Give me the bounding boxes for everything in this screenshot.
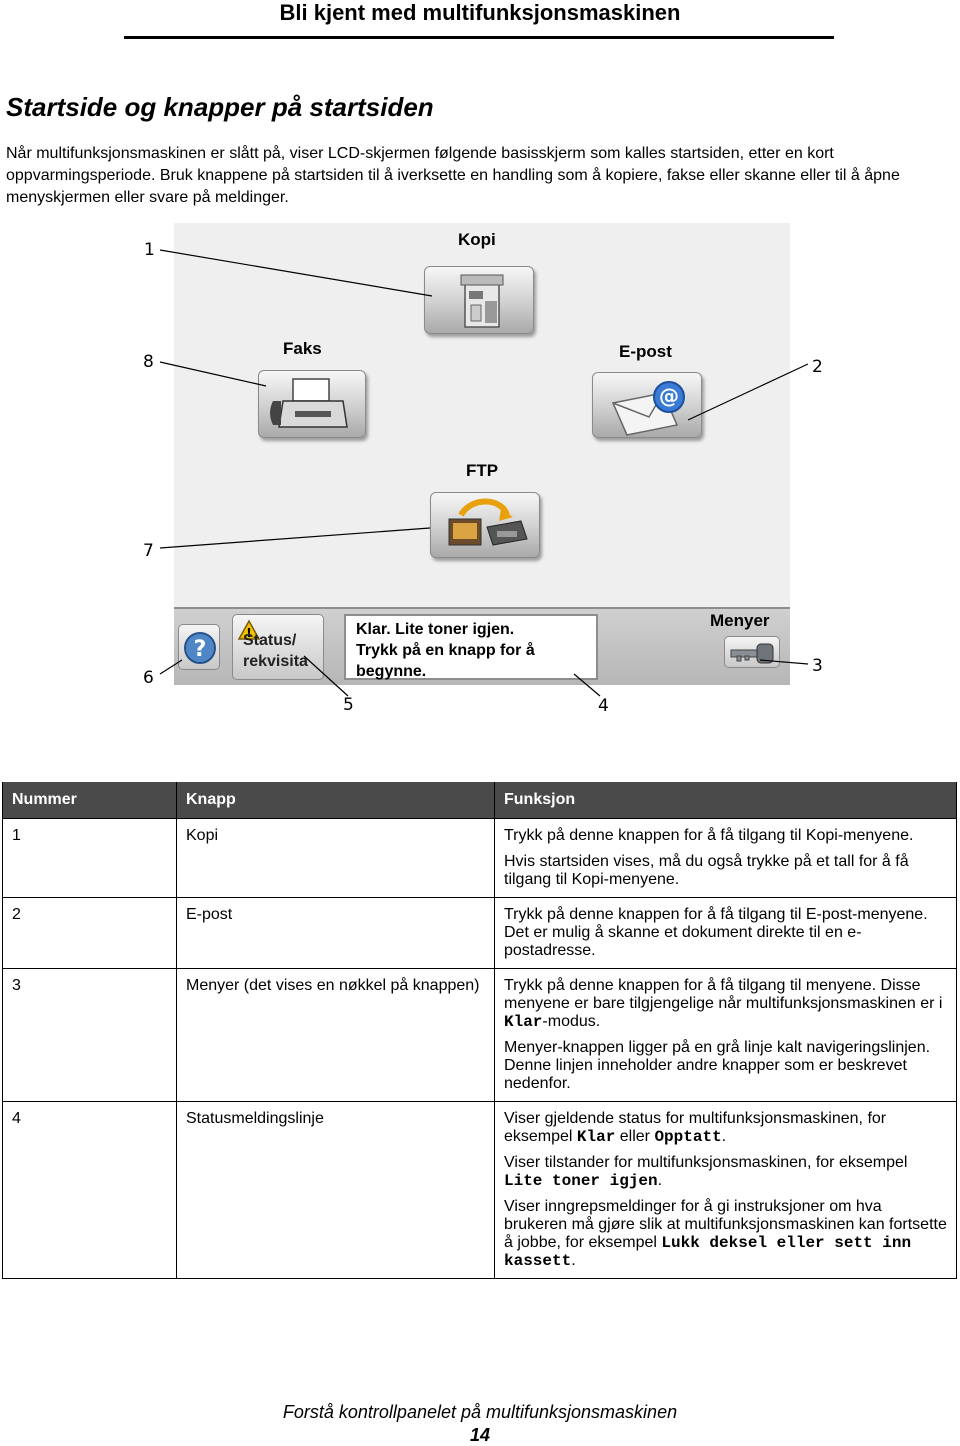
col-header-button: Knapp: [176, 782, 495, 819]
callout-2: 2: [812, 357, 823, 377]
cell-number: 4: [2, 1101, 177, 1279]
email-label: E-post: [619, 342, 672, 361]
running-header: Bli kjent med multifunksjonsmaskinen: [279, 0, 681, 25]
function-text: Viser tilstander for multifunksjonsmaski…: [504, 1154, 908, 1190]
col-header-number: Nummer: [2, 782, 177, 819]
function-text: Hvis startsiden vises, må du også trykke…: [504, 853, 909, 888]
col-header-function: Funksjon: [494, 782, 957, 819]
cell-button: Kopi: [176, 818, 495, 898]
status-label-line1: Status/: [243, 632, 297, 649]
status-message-line3: begynne.: [356, 663, 427, 680]
function-text: Trykk på denne knappen for å få tilgang …: [504, 977, 943, 1031]
cell-number: 2: [2, 897, 177, 969]
callout-leader-lines: [159, 249, 809, 697]
copier-icon: [460, 274, 504, 328]
menus-label: Menyer: [710, 611, 770, 630]
function-text: Trykk på denne knappen for å få tilgang …: [504, 906, 928, 959]
svg-text:?: ?: [194, 637, 207, 662]
status-message-line1: Klar. Lite toner igjen.: [356, 621, 515, 638]
key-icon: [730, 643, 774, 664]
copy-label: Kopi: [458, 230, 496, 249]
callout-6: 6: [143, 668, 154, 688]
function-text: Viser inngrepsmeldinger for å gi instruk…: [504, 1198, 947, 1270]
table-row: 2 E-post Trykk på denne knappen for å få…: [2, 897, 957, 969]
help-button[interactable]: ?: [178, 624, 220, 670]
copy-button[interactable]: [424, 266, 534, 334]
menus-button[interactable]: [724, 636, 780, 668]
function-text: Viser gjeldende status for multifunksjon…: [504, 1110, 887, 1146]
table-row: 3 Menyer (det vises en nøkkel på knappen…: [2, 968, 957, 1102]
cell-number: 3: [2, 968, 177, 1102]
intro-paragraph: Når multifunksjonsmaskinen er slått på, …: [6, 145, 900, 206]
cell-button: Statusmeldingslinje: [176, 1101, 495, 1279]
email-button[interactable]: @: [592, 372, 702, 438]
svg-text:@: @: [659, 384, 679, 408]
question-mark-icon: ?: [184, 632, 216, 664]
button-function-table: Nummer Knapp Funksjon 1 Kopi Trykk på de…: [2, 782, 957, 1279]
cell-function: Trykk på denne knappen for å få tilgang …: [494, 897, 957, 969]
cell-function: Trykk på denne knappen for å få tilgang …: [494, 818, 957, 898]
function-text: Menyer-knappen ligger på en grå linje ka…: [504, 1039, 931, 1092]
envelope-at-icon: @: [611, 381, 685, 436]
header-rule: [124, 36, 834, 39]
page-number: 14: [469, 1425, 491, 1445]
cell-button: E-post: [176, 897, 495, 969]
cell-function: Viser gjeldende status for multifunksjon…: [494, 1101, 957, 1279]
fax-icon: [270, 378, 348, 428]
warning-triangle-icon: !: [237, 619, 261, 640]
fax-label: Faks: [283, 339, 322, 358]
ftp-transfer-icon: [448, 498, 528, 546]
status-message-line: Klar. Lite toner igjen. Trykk på en knap…: [344, 614, 598, 680]
callout-1: 1: [144, 240, 155, 260]
status-supplies-button[interactable]: ! Status/ rekvisita: [232, 614, 324, 680]
callout-5: 5: [343, 695, 354, 715]
ftp-button[interactable]: [430, 492, 540, 558]
ftp-label: FTP: [466, 461, 499, 480]
cell-function: Trykk på denne knappen for å få tilgang …: [494, 968, 957, 1102]
status-label-line2: rekvisita: [243, 653, 308, 670]
callout-7: 7: [143, 541, 154, 561]
table-row: 1 Kopi Trykk på denne knappen for å få t…: [2, 818, 957, 898]
svg-text:!: !: [246, 626, 251, 640]
section-title: Startside og knapper på startsiden: [6, 92, 434, 122]
fax-button[interactable]: [258, 370, 366, 438]
table-row: 4 Statusmeldingslinje Viser gjeldende st…: [2, 1101, 957, 1279]
cell-number: 1: [2, 818, 177, 898]
callout-3: 3: [812, 656, 823, 676]
status-message-line2: Trykk på en knapp for å: [356, 642, 535, 659]
footer-title: Forstå kontrollpanelet på multifunksjons…: [282, 1402, 678, 1422]
function-text: Trykk på denne knappen for å få tilgang …: [504, 827, 914, 844]
callout-8: 8: [143, 352, 154, 372]
cell-button: Menyer (det vises en nøkkel på knappen): [176, 968, 495, 1102]
callout-4: 4: [598, 696, 609, 716]
